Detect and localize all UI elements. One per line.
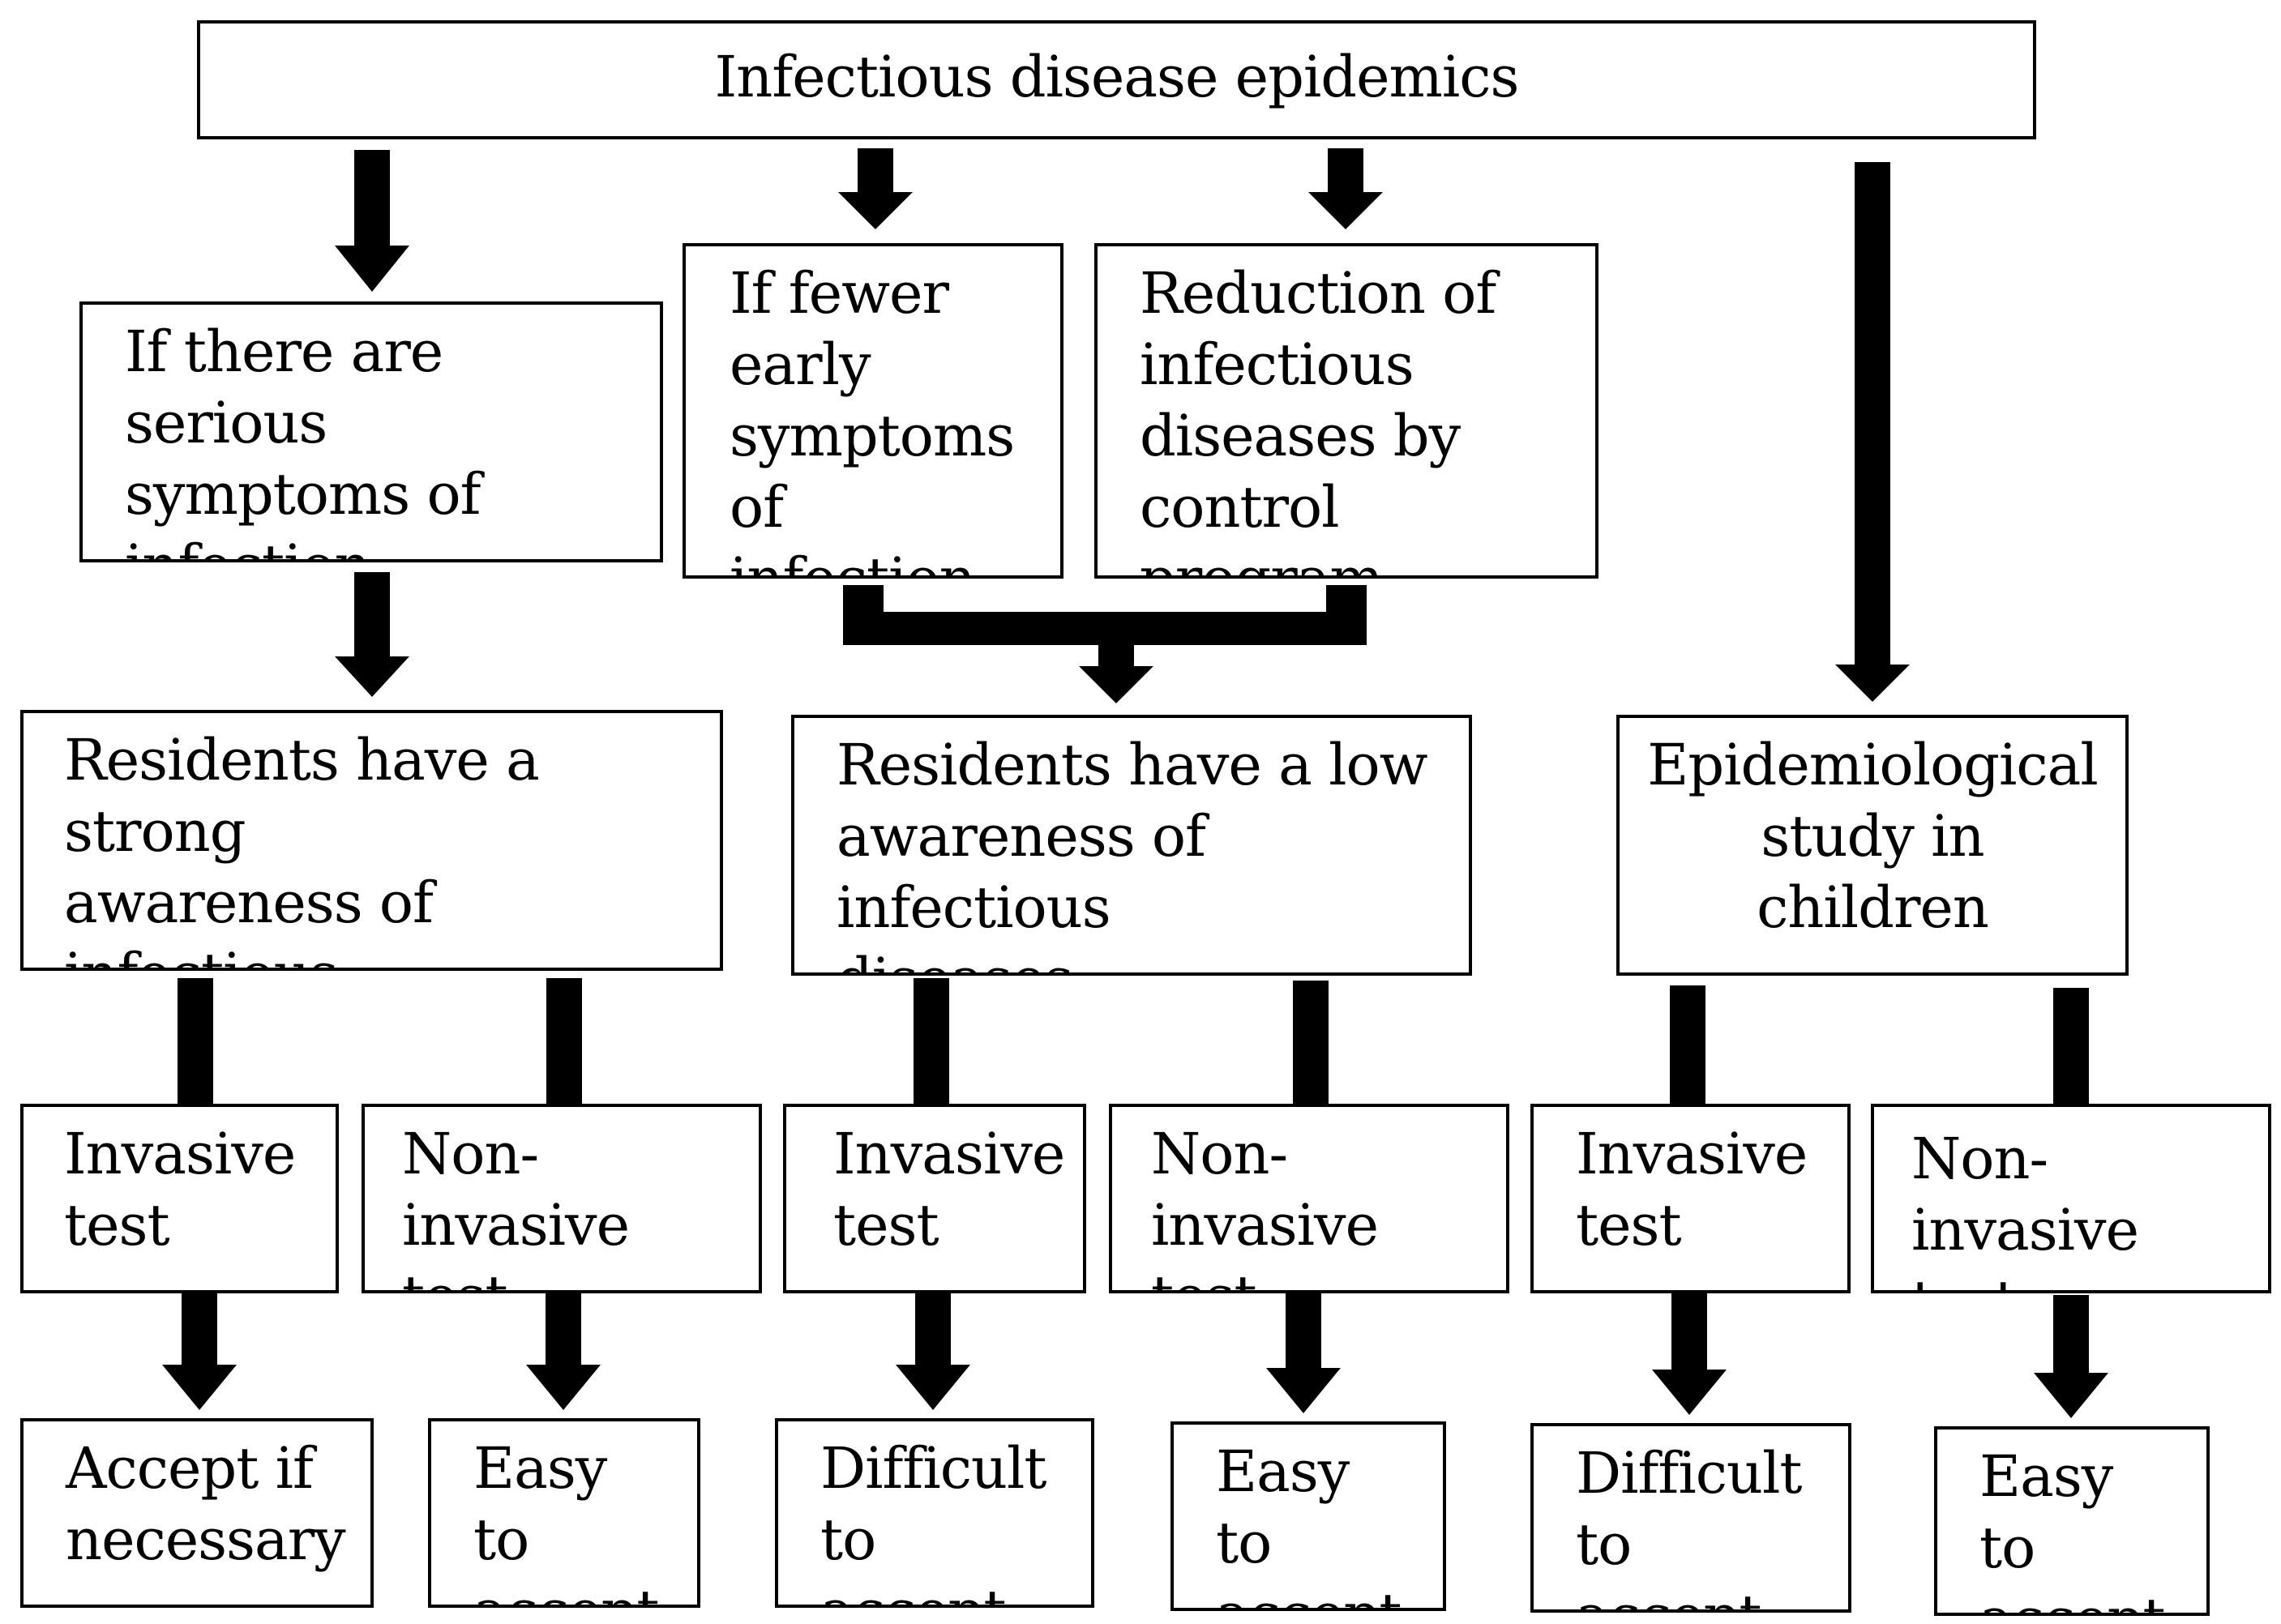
connector-bar	[914, 978, 949, 1105]
box-invasive-test-2: Invasive test	[783, 1104, 1086, 1293]
arrow-head	[896, 1365, 970, 1410]
connector-bar	[1670, 985, 1705, 1105]
arrow-head	[838, 192, 913, 229]
connector-bar	[178, 978, 213, 1105]
arrow-head	[335, 656, 409, 697]
arrow-shaft	[1328, 148, 1363, 192]
arrow-head	[1308, 192, 1383, 229]
box-low-awareness: Residents have a low awareness of infect…	[791, 715, 1472, 976]
connector-bar	[2053, 988, 2089, 1105]
arrow-shaft	[1286, 1292, 1321, 1368]
box-outcome-easy-to-accept-1: Easy to accept	[428, 1418, 700, 1608]
box-epidemiological-study-children: Epidemiological study in children	[1616, 715, 2129, 976]
box-outcome-difficult-to-accept-1: Difficult to accept	[775, 1418, 1094, 1608]
arrow-shaft	[858, 148, 893, 192]
arrow-shaft	[1098, 645, 1134, 666]
arrow-head	[335, 246, 409, 292]
box-outcome-accept-if-necessary: Accept if necessary	[20, 1418, 374, 1608]
box-outcome-easy-to-accept-3: Easy to accept	[1934, 1426, 2210, 1616]
box-serious-symptoms: If there are serious symptoms of infecti…	[79, 301, 663, 562]
box-noninvasive-test-2: Non- invasive test	[1109, 1104, 1509, 1293]
arrow-head	[526, 1365, 601, 1410]
arrow-shaft	[354, 150, 390, 246]
box-noninvasive-test-1: Non- invasive test	[362, 1104, 762, 1293]
arrow-shaft	[546, 1292, 581, 1365]
arrow-head	[1835, 665, 1910, 702]
arrow-head	[1079, 666, 1153, 703]
box-invasive-test-3: Invasive test	[1530, 1104, 1851, 1293]
box-strong-awareness: Residents have a strong awareness of inf…	[20, 710, 723, 971]
arrow-head	[1652, 1370, 1727, 1415]
arrow-shaft	[354, 572, 390, 656]
box-infectious-disease-epidemics: Infectious disease epidemics	[197, 20, 2036, 139]
bracket-bar	[843, 612, 1367, 645]
arrow-shaft	[915, 1292, 951, 1365]
arrow-shaft	[182, 1292, 217, 1365]
arrow-shaft	[2053, 1295, 2089, 1373]
box-reduction-by-control-program: Reduction of infectious diseases by cont…	[1094, 243, 1598, 579]
box-fewer-early-symptoms: If fewer early symptoms of infection	[683, 243, 1063, 579]
box-outcome-difficult-to-accept-2: Difficult to accept	[1530, 1423, 1851, 1613]
box-invasive-test-1: Invasive test	[20, 1104, 339, 1293]
arrow-shaft	[1855, 162, 1890, 665]
box-noninvasive-test-3: Non- invasive test	[1871, 1104, 2271, 1293]
connector-bar	[1293, 981, 1329, 1105]
arrow-head	[162, 1365, 237, 1410]
box-outcome-easy-to-accept-2: Easy to accept	[1170, 1421, 1446, 1611]
arrow-head	[1266, 1368, 1341, 1413]
arrow-shaft	[1671, 1292, 1707, 1370]
arrow-head	[2034, 1373, 2108, 1418]
connector-bar	[546, 978, 582, 1105]
